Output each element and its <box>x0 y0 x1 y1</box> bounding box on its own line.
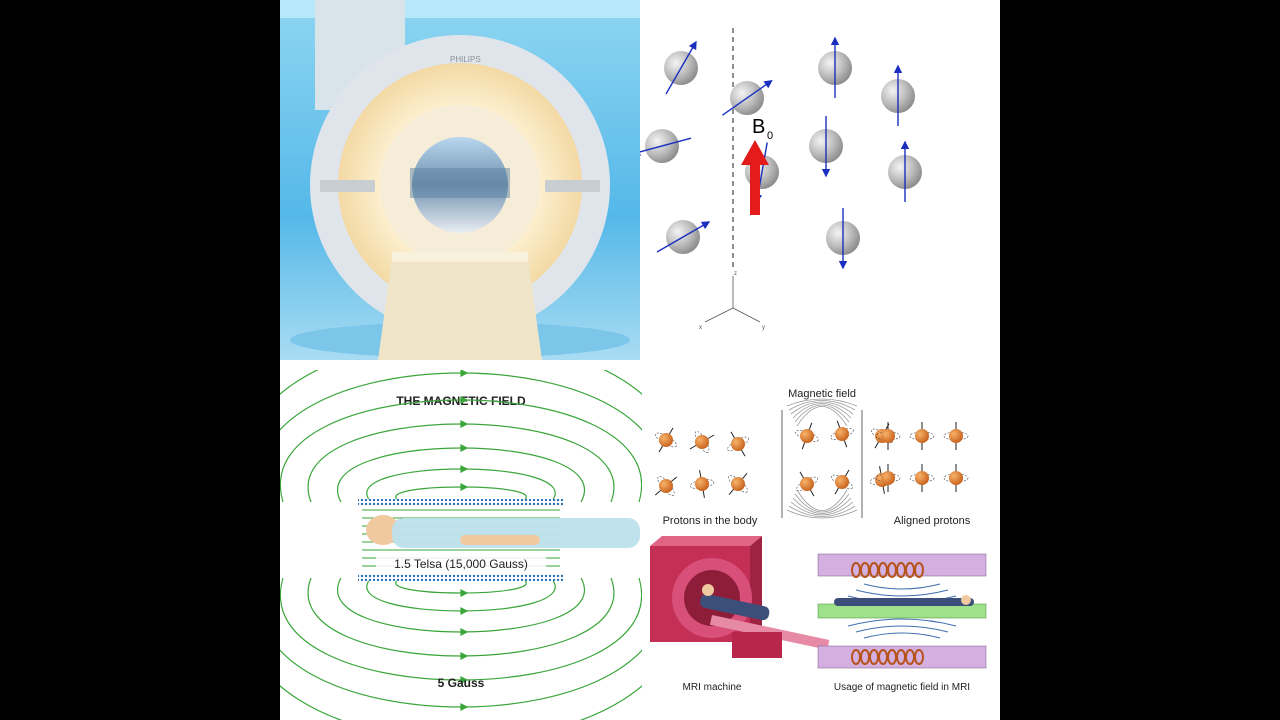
aligned-spin <box>826 208 860 270</box>
proton-random <box>655 427 677 453</box>
mri-machine-caption: MRI machine <box>683 682 742 693</box>
proton-aligned <box>943 464 969 492</box>
axis-y-label: y <box>762 325 765 331</box>
field-arc <box>792 497 852 514</box>
field-arrow <box>460 628 469 636</box>
random-spin <box>640 129 692 163</box>
field-arrow <box>460 420 469 428</box>
aligned-spin <box>809 116 843 178</box>
b0-field-arrow <box>741 140 769 215</box>
field-lines-group <box>280 370 642 720</box>
field-arrow <box>460 652 469 660</box>
proton-field <box>796 471 818 497</box>
random-spin <box>656 220 711 254</box>
proton-alignment-illustration: Magnetic field Protons in the body Align… <box>642 370 1000 720</box>
protons-group <box>654 420 969 498</box>
b0-subscript: 0 <box>767 130 773 142</box>
aligned-protons-caption: Aligned protons <box>894 515 971 527</box>
field-arc <box>796 406 848 427</box>
proton-random <box>654 476 678 496</box>
field-arc <box>790 501 854 516</box>
field-arrow <box>460 607 469 615</box>
field-arc <box>790 401 854 415</box>
field-line <box>337 577 585 633</box>
coil-bottom <box>358 574 564 581</box>
field-arc <box>786 398 858 407</box>
proton-random <box>689 470 715 498</box>
field-arrow <box>460 483 469 491</box>
magnetic-field-diagram: THE MAGNETIC FIELD 1.5 Telsa (15,000 Gau… <box>280 370 642 720</box>
field-arrow <box>460 676 469 684</box>
aligned-spins-group <box>809 36 922 270</box>
field-arc <box>788 400 856 411</box>
field-arc <box>794 493 850 513</box>
axis-z-label: z <box>734 271 737 277</box>
coil-ring <box>914 649 924 665</box>
field-line <box>280 370 642 396</box>
proton-aligned <box>943 422 969 450</box>
proton-field <box>830 420 854 448</box>
field-arc <box>786 509 858 519</box>
aligned-spin <box>881 64 915 126</box>
aligned-spin <box>888 140 922 202</box>
patient-table <box>378 258 542 360</box>
mri-machine-illustration <box>650 536 830 658</box>
magnetic-field-header: Magnetic field <box>788 388 856 400</box>
strength-label: 1.5 Telsa (15,000 Gauss) <box>394 557 528 571</box>
field-arrow <box>460 444 469 452</box>
axes-icon <box>704 276 761 323</box>
field-line <box>337 447 585 503</box>
proton-random <box>689 431 715 453</box>
mri-scanner-photo: PHILIPS <box>280 0 640 360</box>
field-arc <box>796 489 848 511</box>
proton-random <box>727 431 749 457</box>
brand-logo-text: PHILIPS <box>450 55 481 64</box>
proton-aligned <box>875 422 901 450</box>
proton-aligned <box>875 464 901 492</box>
patient-figure <box>366 515 640 548</box>
field-arc <box>794 404 850 423</box>
edge-label: 5 Gauss <box>438 676 485 690</box>
field-arc <box>788 505 856 517</box>
proton-field <box>831 469 853 495</box>
proton-aligned <box>909 464 935 492</box>
proton-random <box>728 472 748 496</box>
coil-rings <box>851 562 924 665</box>
random-spin <box>664 40 698 95</box>
aligned-spin <box>818 36 852 98</box>
field-arcs <box>786 398 858 519</box>
usage-illustration <box>817 553 987 669</box>
proton-field <box>795 422 819 450</box>
composite-figure: PHILIPS B 0 <box>280 0 1000 720</box>
field-line <box>280 684 642 720</box>
spin-alignment-diagram: B 0 z x y <box>640 0 1000 360</box>
field-arrow <box>460 396 469 404</box>
field-arrow <box>460 465 469 473</box>
field-arrow <box>460 703 469 711</box>
random-spin <box>722 79 773 116</box>
proton-aligned <box>909 422 935 450</box>
field-arrow <box>460 370 469 377</box>
coil-ring <box>914 562 924 578</box>
usage-caption: Usage of magnetic field in MRI <box>834 682 970 693</box>
axis-x-label: x <box>699 325 702 331</box>
field-arrow <box>460 589 469 597</box>
coil-top <box>358 499 564 506</box>
protons-in-body-caption: Protons in the body <box>663 515 758 527</box>
field-arc <box>792 403 852 419</box>
b0-label: B <box>752 116 765 138</box>
field-line <box>280 372 642 431</box>
